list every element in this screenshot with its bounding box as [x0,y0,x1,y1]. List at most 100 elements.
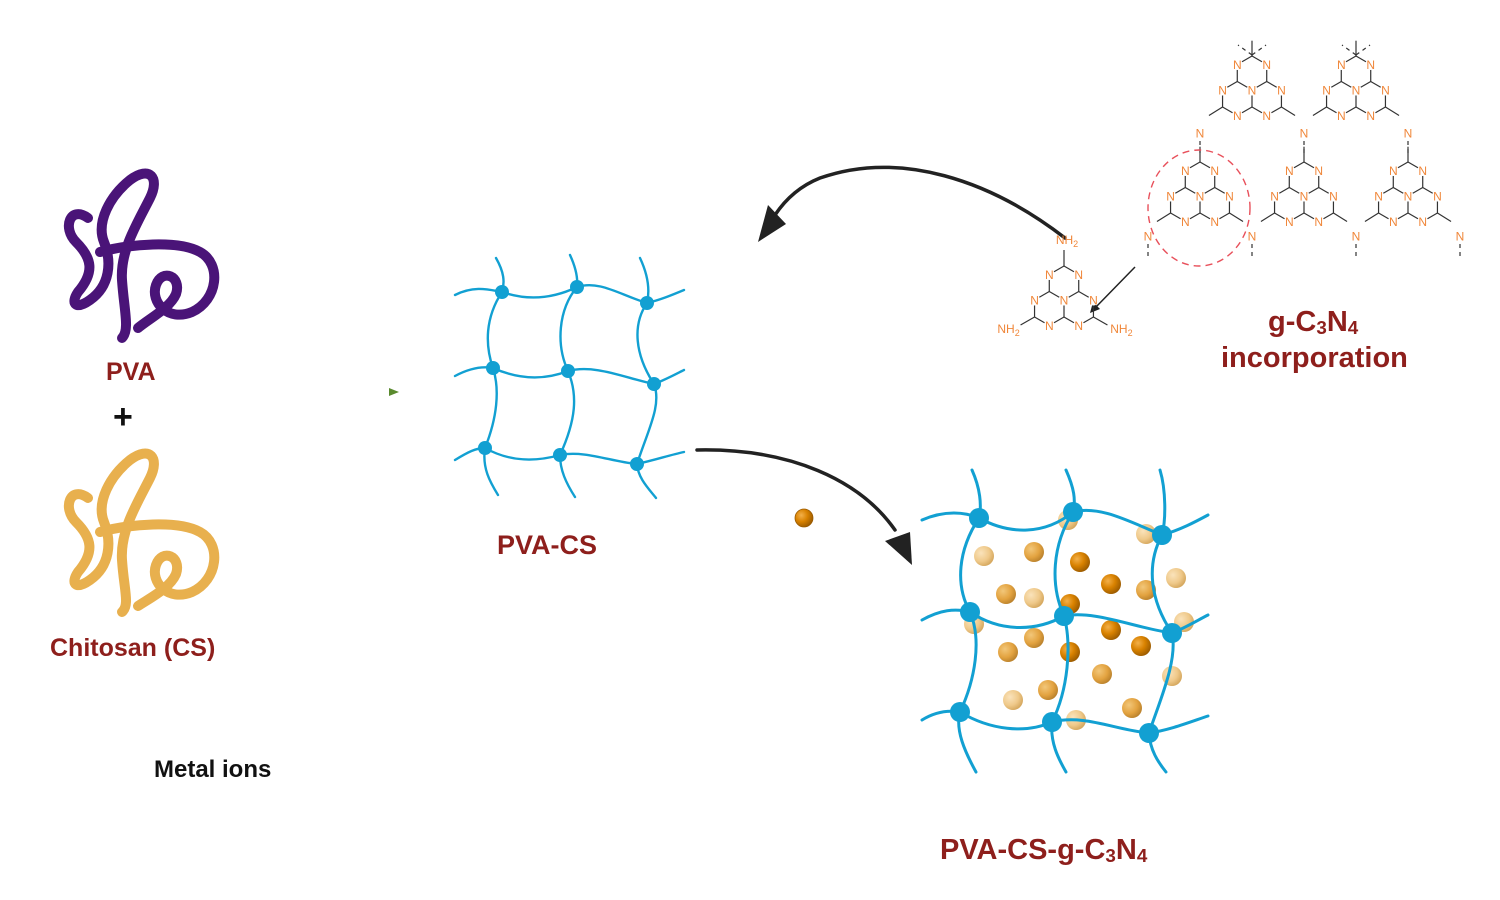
nitrogen-atom: N [1314,164,1323,178]
bond [1260,212,1275,223]
g-c3n4-sub1: 3 [1316,316,1327,338]
nitrogen-atom: N [1322,84,1331,98]
atom-background [1246,230,1258,242]
bond [1020,316,1035,326]
nitrogen-atom: N [1337,109,1346,123]
product-sub2: 4 [1136,844,1148,866]
atom-background [1417,165,1429,176]
atom-background [1142,230,1154,242]
nitrogen-atom: N [1074,268,1083,282]
nitrogen-atom: N [1352,84,1361,98]
arrow-pva-cs-to-product [695,448,897,532]
nitrogen-atom: N [1262,109,1271,123]
nitrogen-atom: N [1433,190,1442,204]
nitrogen-atom: N [1060,294,1069,308]
atom-background [1365,59,1377,70]
nitrogen-atom: N [1233,58,1242,72]
atom-background [1179,165,1191,176]
bond [1093,316,1108,326]
atom-background [1365,110,1377,121]
atom-background [1223,190,1235,202]
nitrogen-atom: N [1045,268,1054,282]
bond [1156,212,1171,223]
product-prefix: PVA-CS-g-C [940,834,1106,866]
nitrogen-atom: N [1196,190,1205,204]
metal-ions-label: Metal ions [154,756,272,783]
atom-background [1298,190,1310,202]
atom-background [1058,294,1070,306]
nitrogen-atom: N [1329,190,1338,204]
atom-background [1298,127,1310,139]
atom-background [1283,216,1295,227]
bond [1281,106,1296,117]
amine-group: NH2 [1056,233,1078,249]
atom-background [1209,216,1221,227]
pva-cs-crosslink-nodes [478,280,661,471]
nitrogen-atom: N [1181,164,1190,178]
nitrogen-atom: N [1366,109,1375,123]
product-crosslink-nodes [950,502,1182,743]
nitrogen-atom: N [1366,58,1375,72]
chitosan-coil-icon [63,448,220,617]
nitrogen-atom: N [1285,215,1294,229]
atom-background [1261,110,1273,121]
nitrogen-atom: N [1045,319,1054,333]
atom-background [1209,165,1221,176]
bond [1355,44,1371,56]
product-mid: N [1115,834,1137,866]
atom-background [1402,127,1414,139]
amine-group: NH2 [997,322,1019,338]
nitrogen-atom: N [1404,127,1413,141]
atom-background [1073,320,1085,331]
nitrogen-atom: N [1210,215,1219,229]
nitrogen-atom: N [1248,84,1257,98]
nitrogen-atom: N [1196,127,1205,141]
atom-background [1431,190,1443,202]
arrow-gcn-to-pva-cs [773,165,1067,240]
g-c3n4-prefix: g-C [1268,306,1317,338]
g-c3n4-sub2: 4 [1347,316,1359,338]
amine-group: NH2 [1110,322,1132,338]
bond [1341,44,1357,56]
nitrogen-atom: N [1166,190,1175,204]
pva-coil-icon [63,168,220,343]
atom-background [1350,84,1362,96]
atom-background [1194,190,1206,202]
nitrogen-atom: N [1389,164,1398,178]
nitrogen-atom: N [1181,215,1190,229]
atom-background [1231,110,1243,121]
nitrogen-atom: N [1337,58,1346,72]
atom-background [1321,84,1333,96]
nitrogen-atom: N [1352,230,1361,244]
atom-background [1387,216,1399,227]
nitrogen-atom: N [1210,164,1219,178]
bond [1437,212,1452,223]
atom-background [1179,216,1191,227]
atom-background [1327,190,1339,202]
bond [1333,212,1348,223]
nitrogen-atom: N [1374,190,1383,204]
atom-background [1029,294,1041,306]
nitrogen-atom: N [1270,190,1279,204]
g-c3n4-mid: N [1326,306,1348,338]
nitrogen-atom: N [1418,164,1427,178]
g-c3n4-label: g-C3N4 [1268,306,1358,339]
atom-background [1373,190,1385,202]
chitosan-label: Chitosan (CS) [50,634,216,662]
product-label: PVA-CS-g-C3N4 [940,834,1147,867]
pva-label: PVA [106,358,156,386]
incorporation-label: incorporation [1221,342,1408,374]
bond [1229,212,1244,223]
atom-background [1043,320,1055,331]
bond [1208,106,1223,117]
bond [1251,44,1267,56]
atom-background [1402,190,1414,202]
atom-background [1454,230,1466,242]
atom-background [1165,190,1177,202]
atom-background [1246,84,1258,96]
nitrogen-atom: N [1074,319,1083,333]
arrow-pva-cs-to-product-head [885,532,912,565]
pva-cs-label: PVA-CS [497,530,598,560]
nitrogen-atom: N [1218,84,1227,98]
